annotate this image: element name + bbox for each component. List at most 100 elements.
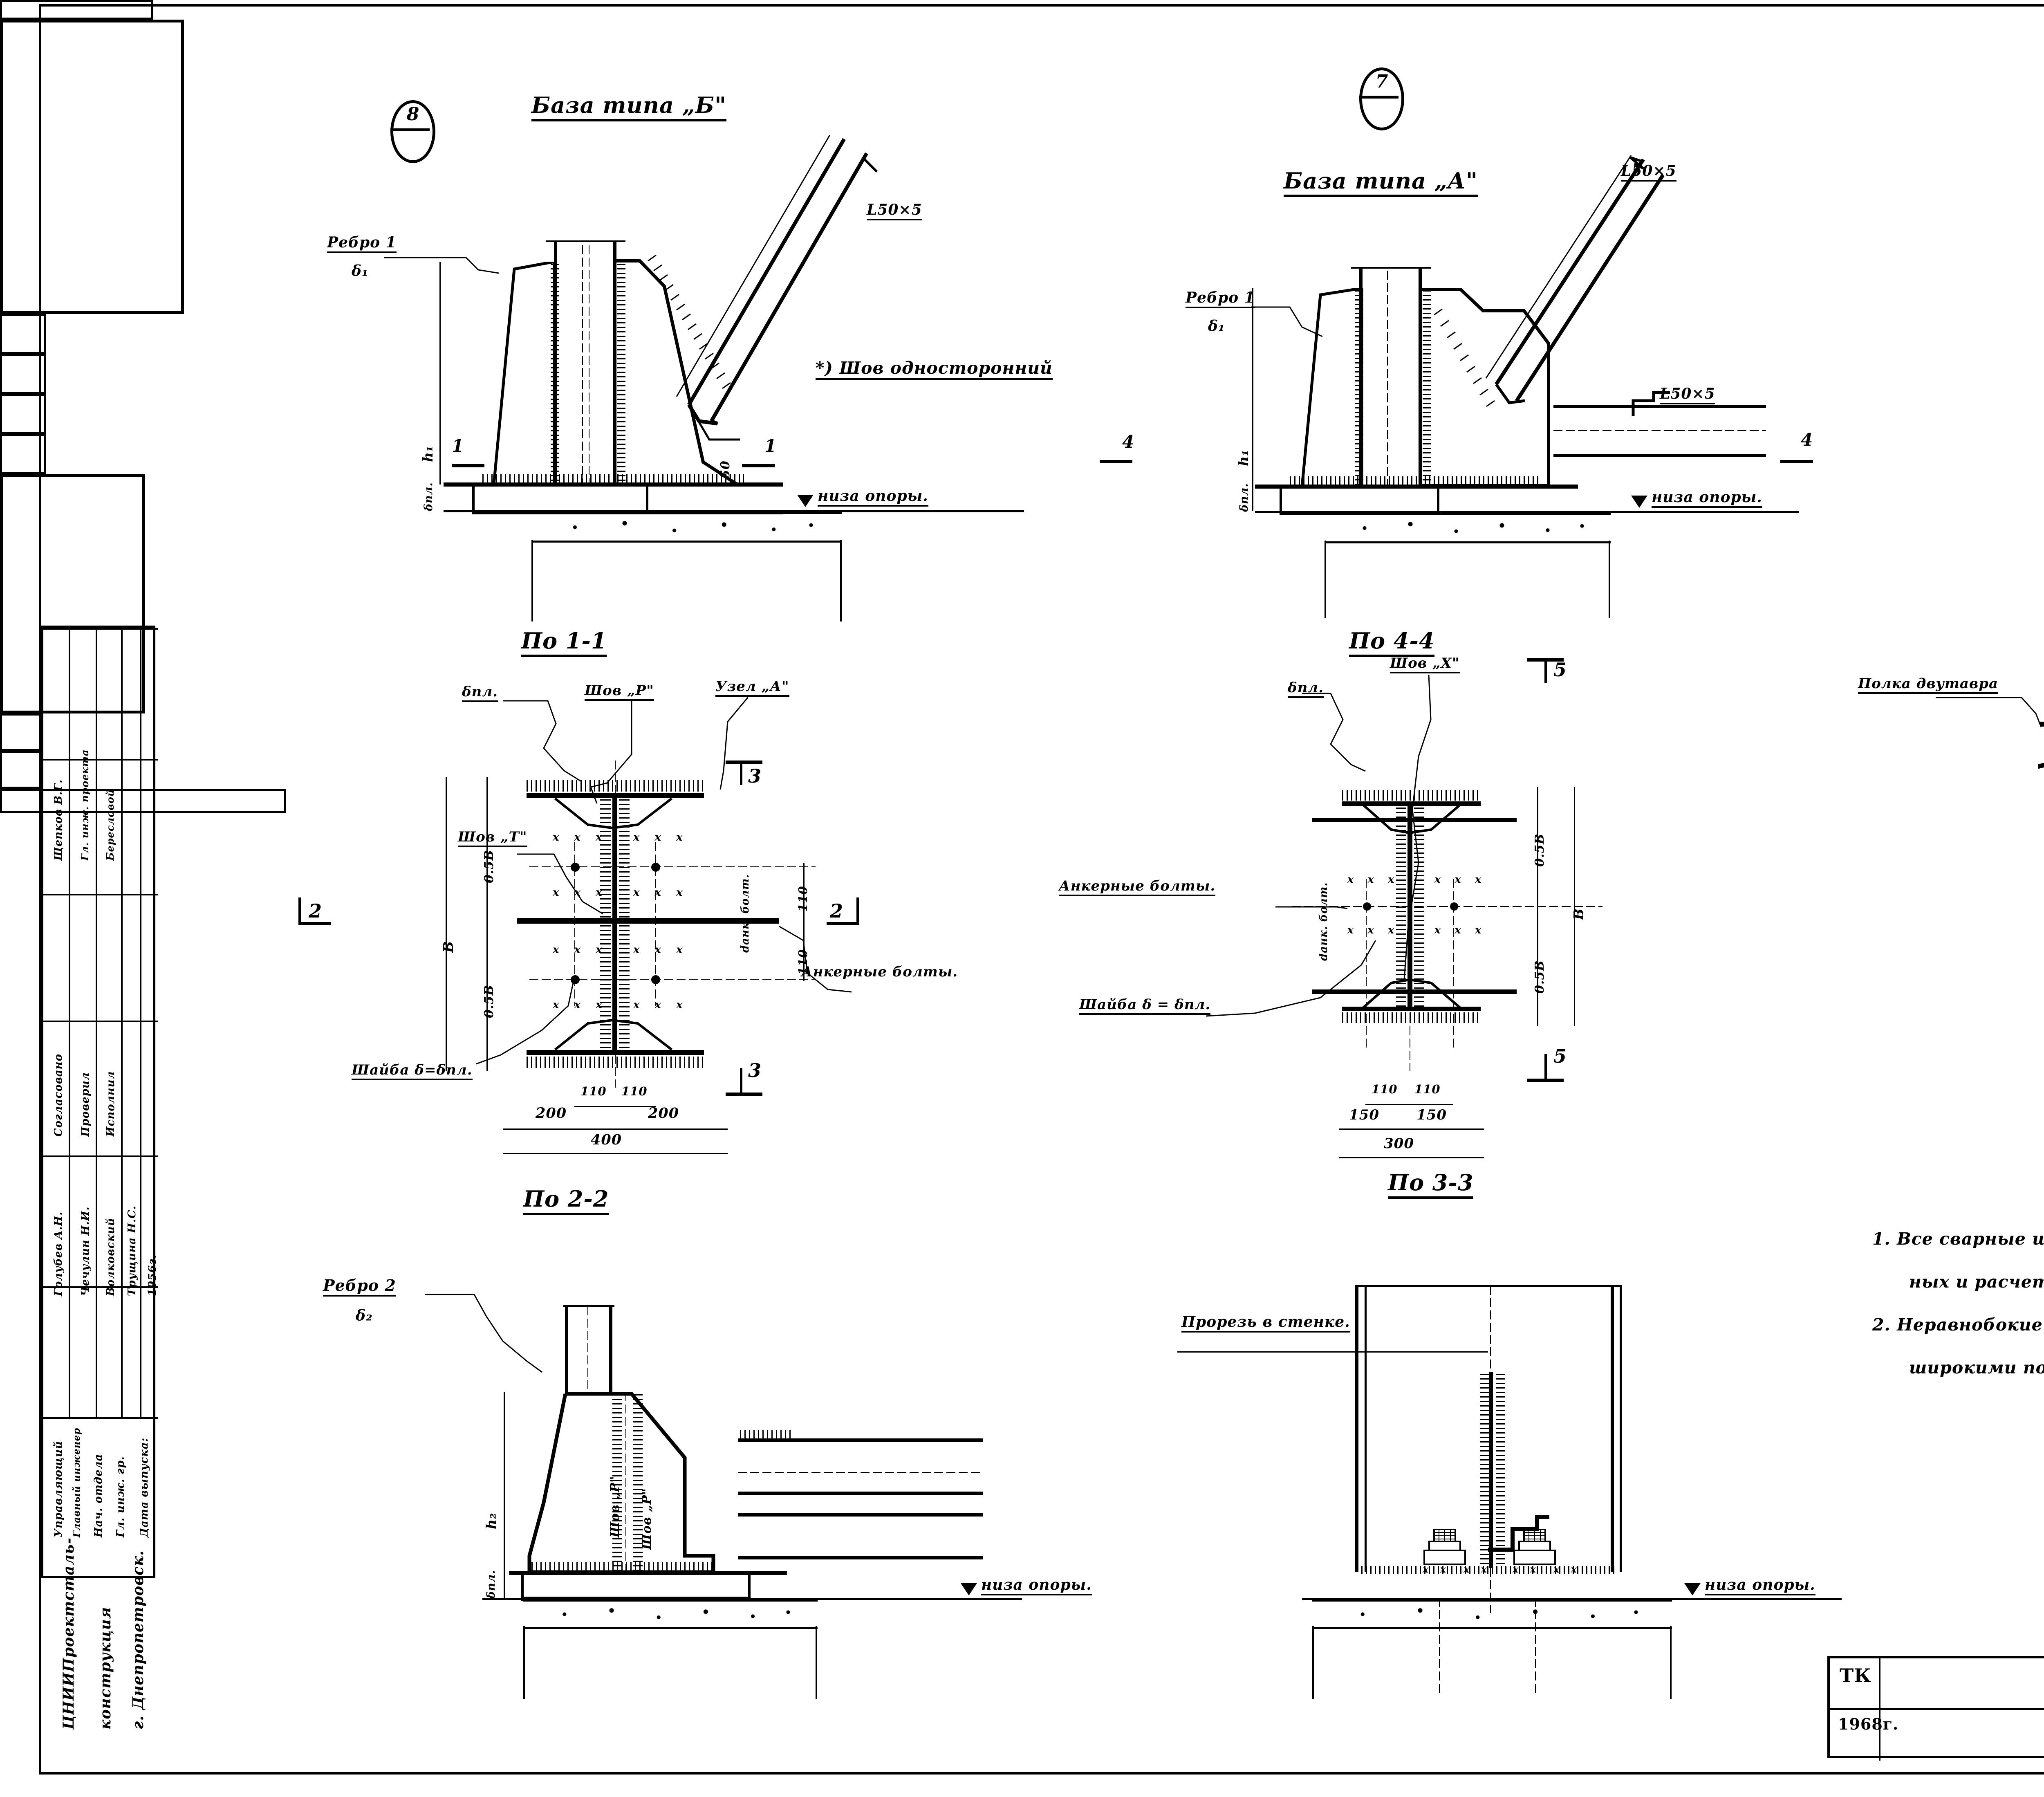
section-mark-1-left: 1 — [452, 436, 464, 456]
sec11-xweld-1: x x x — [553, 831, 608, 844]
title-sec-4-4: По 4-4 — [1349, 630, 1435, 657]
sec11-cl-center — [615, 761, 616, 1088]
foundation-right-b — [840, 540, 842, 621]
sec11-dim-110-v2: 110 — [796, 949, 810, 975]
left-row2-label-1: Согласовано — [52, 1054, 65, 1137]
sec11-cl-bolt-left — [574, 842, 575, 1006]
sec44-dim-300: 300 — [1384, 1135, 1414, 1152]
callout-8-number: 8 — [406, 104, 419, 125]
sec11-washer-tl — [0, 314, 46, 354]
sec22-col-left — [565, 1306, 568, 1394]
note-item-2: ных и расчетных. — [1909, 1272, 2044, 1292]
section-arrow-4-right — [1780, 460, 1813, 463]
sec33-xweld-1: x x — [1423, 1563, 1450, 1575]
dim-plate-thk-a: δпл. — [1238, 483, 1251, 512]
base-plate-left-a — [1280, 486, 1282, 513]
sec22-label-weld-p2: Шов „Р" — [640, 1488, 654, 1550]
sec44-bar-top-right — [1412, 818, 1517, 822]
sec44-mark-5-top: 5 — [1553, 659, 1567, 681]
callout-7: 7 — [1359, 67, 1404, 130]
sec44-bar-bot-right — [1412, 989, 1517, 994]
sec11-mark-2-right: 2 — [830, 900, 844, 922]
section-arrow-1-left — [452, 464, 484, 467]
sec44-dim-halfB-bot: 0.5B — [1533, 960, 1547, 994]
sec44-base-plate — [0, 474, 145, 713]
callout-7-number: 7 — [1375, 71, 1388, 92]
sec11-mark-2-left: 2 — [309, 900, 323, 922]
sec11-dim-halfB-top: 0.5B — [482, 850, 496, 883]
sec22-plate-top — [509, 1571, 787, 1575]
label-weld-one-sided-b: *) Шов односторонний — [816, 360, 1053, 380]
foundation-top-line-a — [1255, 511, 1799, 513]
left-name-3: Волковский — [105, 1218, 117, 1296]
sec44-dimline-300 — [1339, 1157, 1484, 1158]
label-level-b: низа опоры. — [818, 489, 928, 507]
label-angle-b: L50×5 — [867, 202, 922, 220]
sec22-label-rib2-thk: δ₂ — [356, 1307, 373, 1324]
sec11-arrowv-3-bot — [740, 1068, 742, 1093]
sec11-dim-110-h2: 110 — [621, 1084, 648, 1098]
weld-gusset-a — [1427, 307, 1533, 450]
sec44-flange-top — [1342, 801, 1481, 806]
sec44-dimline-B — [1574, 787, 1575, 1026]
dimline-h1-a — [1252, 288, 1253, 511]
sec11-xweld-4: x x x — [633, 886, 688, 899]
sec11-mid-bar — [517, 918, 779, 924]
dim-h1-b: h₁ — [420, 445, 436, 462]
sec11-mark-3-top: 3 — [748, 765, 762, 787]
sec33-weld-plate — [1361, 1566, 1615, 1574]
weld-rib-b-right — [617, 264, 625, 482]
sec11-dim-400: 400 — [591, 1131, 622, 1148]
sec44-dim-150-2: 150 — [1416, 1107, 1447, 1123]
dim-plate-thk-b: δпл. — [422, 482, 435, 511]
sec33-col-left2 — [1365, 1286, 1367, 1572]
sec11-label-weld-t: Шов „Т" — [458, 830, 527, 847]
column-right-flange-a — [1419, 268, 1422, 489]
sec44-dimline-150 — [1339, 1128, 1484, 1130]
sec11-arrow-2-left — [298, 922, 331, 925]
left-org-2: конструкция — [97, 1606, 114, 1730]
left-row2-label-3: Исполнил — [105, 1071, 117, 1137]
base-plate-right-a — [1437, 486, 1439, 513]
sec33-base-plate — [0, 789, 286, 813]
sec33-leader-slot — [1177, 1351, 1488, 1353]
sec44-arrow-5-bot — [1527, 1079, 1564, 1082]
leader-rib-a — [1251, 305, 1325, 341]
callout-8: 8 — [390, 100, 435, 163]
sec22-dim-h2: h₂ — [483, 1512, 499, 1529]
sec22-foundation-left — [523, 1626, 525, 1699]
sec11-bolt-tl — [571, 863, 580, 872]
sec22-label-rib2: Ребро 2 — [323, 1278, 396, 1297]
gusset-b — [615, 258, 742, 487]
sec11-dim-halfB-bot: 0.5B — [482, 985, 496, 1018]
dim-h1-a: h₁ — [1235, 449, 1251, 466]
title-block — [1827, 1656, 2044, 1761]
sec33-col-right1 — [1611, 1286, 1614, 1572]
sec11-dim-110-h1: 110 — [580, 1084, 607, 1098]
sec11-fillet-top — [527, 795, 704, 844]
sec55-base-plate — [0, 0, 153, 20]
sec22-level-triangle — [961, 1583, 977, 1595]
left-org-1: ЦНИИПроектсталь- — [60, 1537, 77, 1730]
sec11-dimline-B — [446, 777, 447, 1071]
sec44-bar-bot-left — [1312, 989, 1410, 994]
weld-rib-b — [551, 264, 559, 482]
sec44-leader-plate — [1302, 691, 1376, 773]
weld-baseplate-a — [1290, 476, 1539, 485]
sec11-fillet-bottom — [527, 1004, 704, 1053]
sec33-level-label: низа опоры. — [1705, 1577, 1815, 1595]
sec44-washer-right — [0, 751, 41, 789]
sec44-label-weld-x: Шов „Х" — [1390, 656, 1460, 673]
sec33-xweld-4: x x — [1553, 1563, 1581, 1575]
sec22-foundation-concrete — [523, 1600, 818, 1629]
sec33-bolt-cl-left — [1439, 1598, 1440, 1696]
sec33-col-break — [1355, 1285, 1622, 1287]
sec44-dim-150-1: 150 — [1349, 1107, 1379, 1123]
label-rib1-thk-b: δ₁ — [352, 262, 369, 280]
sec11-xweld-3: x x x — [553, 886, 608, 899]
base-plate-right-b — [646, 483, 648, 512]
sec33-col-right2 — [1620, 1286, 1622, 1572]
sec11-leader-anchor — [778, 924, 852, 994]
column-break-line-a — [1351, 267, 1431, 269]
sec11-arrow-3-top — [726, 761, 762, 764]
